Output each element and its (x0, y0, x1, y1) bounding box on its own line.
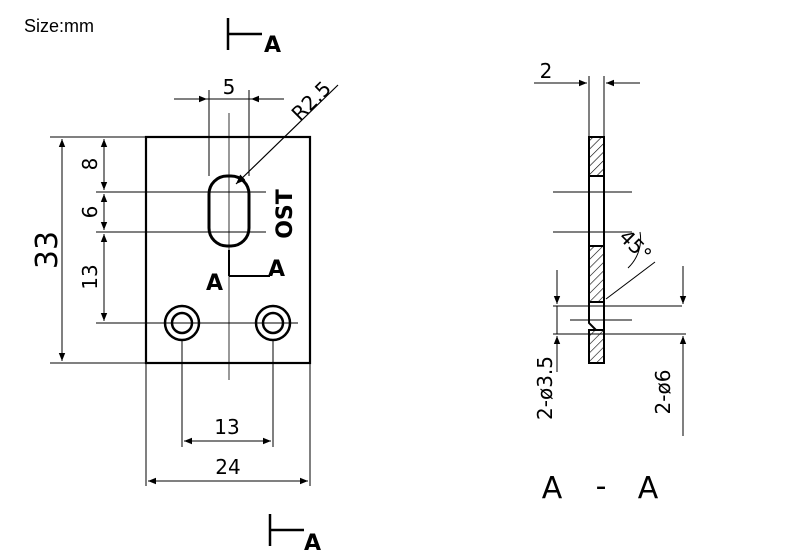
section-cut-label-right: A (268, 257, 285, 282)
section-cut-line (228, 250, 270, 277)
dim-text-6: 6 (78, 206, 102, 219)
section-segment-bottom (588, 329, 605, 364)
front-view (50, 84, 339, 486)
section-title-right: A (638, 471, 659, 506)
dim-text-24: 24 (215, 455, 240, 479)
plate-outline (144, 135, 312, 365)
section-marker-bottom-label: A (304, 531, 321, 556)
radius-leader (235, 84, 339, 185)
dim-text-13-vertical: 13 (78, 264, 102, 289)
dim-text-5: 5 (223, 75, 236, 99)
dim-text-33: 33 (30, 231, 65, 269)
section-segment-top (588, 136, 605, 177)
section-title-left: A (542, 471, 563, 506)
chamfer-angle-arc (627, 231, 642, 269)
dim-text-r2-5: R2.5 (287, 76, 336, 125)
dim-text-hole-small: 2-ø3.5 (533, 356, 557, 420)
section-marker-bottom (268, 514, 304, 546)
dim-text-chamfer-angle: 45° (614, 225, 656, 267)
section-marker-top-label: A (264, 33, 281, 58)
size-unit-label: Size:mm (24, 16, 95, 36)
dim-text-8: 8 (78, 158, 102, 171)
section-segment-middle (588, 245, 605, 303)
chamfer-leader (605, 261, 656, 300)
dim-text-hole-large: 2-ø6 (651, 370, 675, 415)
section-cut-label-left: A (206, 271, 223, 296)
dim-text-thickness: 2 (540, 59, 553, 83)
section-marker-top (226, 18, 262, 50)
section-view (534, 76, 687, 436)
mark-ost: OST (273, 189, 298, 239)
section-segment-slot (588, 175, 605, 247)
section-title-dash: - (596, 469, 607, 504)
dim-text-13-horizontal: 13 (214, 415, 239, 439)
